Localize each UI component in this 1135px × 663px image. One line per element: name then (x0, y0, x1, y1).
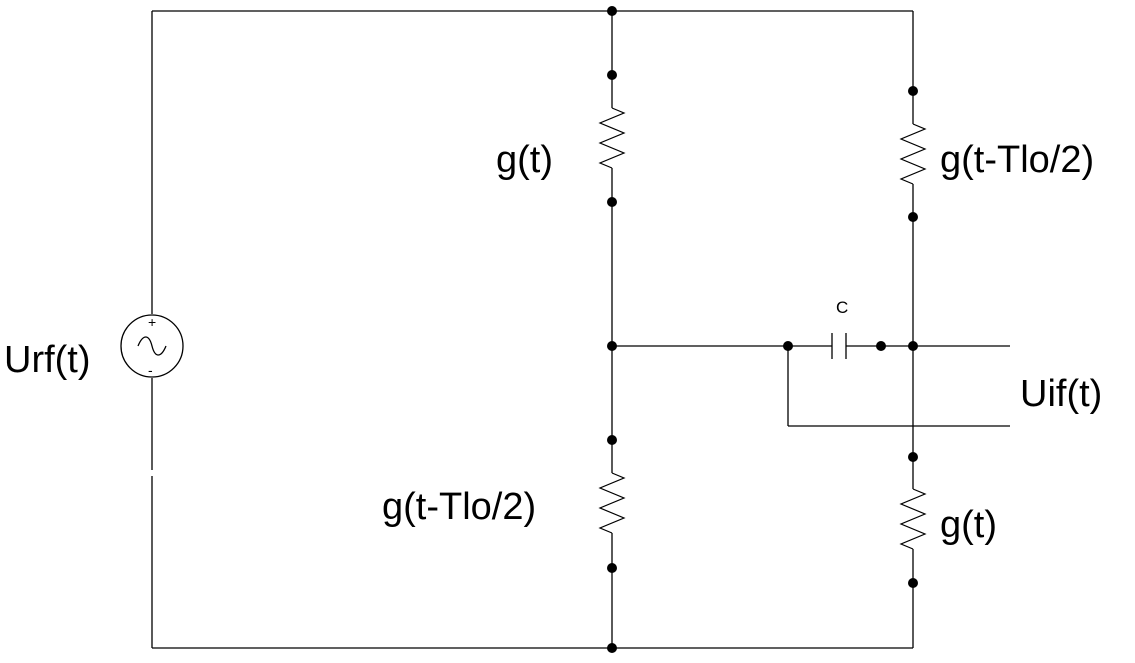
node-dot (908, 86, 918, 96)
resistor-lower-left (598, 472, 626, 534)
node-dot (607, 341, 617, 351)
source-plus-sign: + (148, 314, 156, 330)
resistor-upper-left-label: g(t) (496, 139, 553, 181)
node-dot (607, 70, 617, 80)
wires (151, 10, 1010, 649)
resistor-upper-right-label: g(t-Tlo/2) (940, 139, 1094, 181)
nodes (607, 6, 918, 653)
resistor-lower-right (899, 488, 927, 550)
ac-source-icon: + - (120, 314, 184, 378)
resistors (598, 107, 927, 550)
source-minus-sign: - (148, 362, 153, 378)
resistor-upper-left (598, 107, 626, 169)
capacitor-label: C (836, 298, 848, 317)
node-dot (607, 6, 617, 16)
node-dot (607, 435, 617, 445)
node-dot (607, 563, 617, 573)
labels: Urf(t) g(t) g(t-Tlo/2) g(t-Tlo/2) g(t) U… (4, 139, 1102, 546)
node-dot (908, 578, 918, 588)
node-dot (783, 341, 793, 351)
capacitor: C (831, 298, 848, 359)
node-dot (607, 197, 617, 207)
node-dot (908, 452, 918, 462)
node-dot (908, 212, 918, 222)
node-dot (876, 341, 886, 351)
resistor-lower-left-label: g(t-Tlo/2) (382, 486, 536, 528)
resistor-lower-right-label: g(t) (940, 504, 997, 546)
source-label: Urf(t) (4, 339, 91, 381)
output-label: Uif(t) (1020, 373, 1102, 415)
node-dot (607, 643, 617, 653)
resistor-upper-right (899, 123, 927, 185)
node-dot (908, 341, 918, 351)
